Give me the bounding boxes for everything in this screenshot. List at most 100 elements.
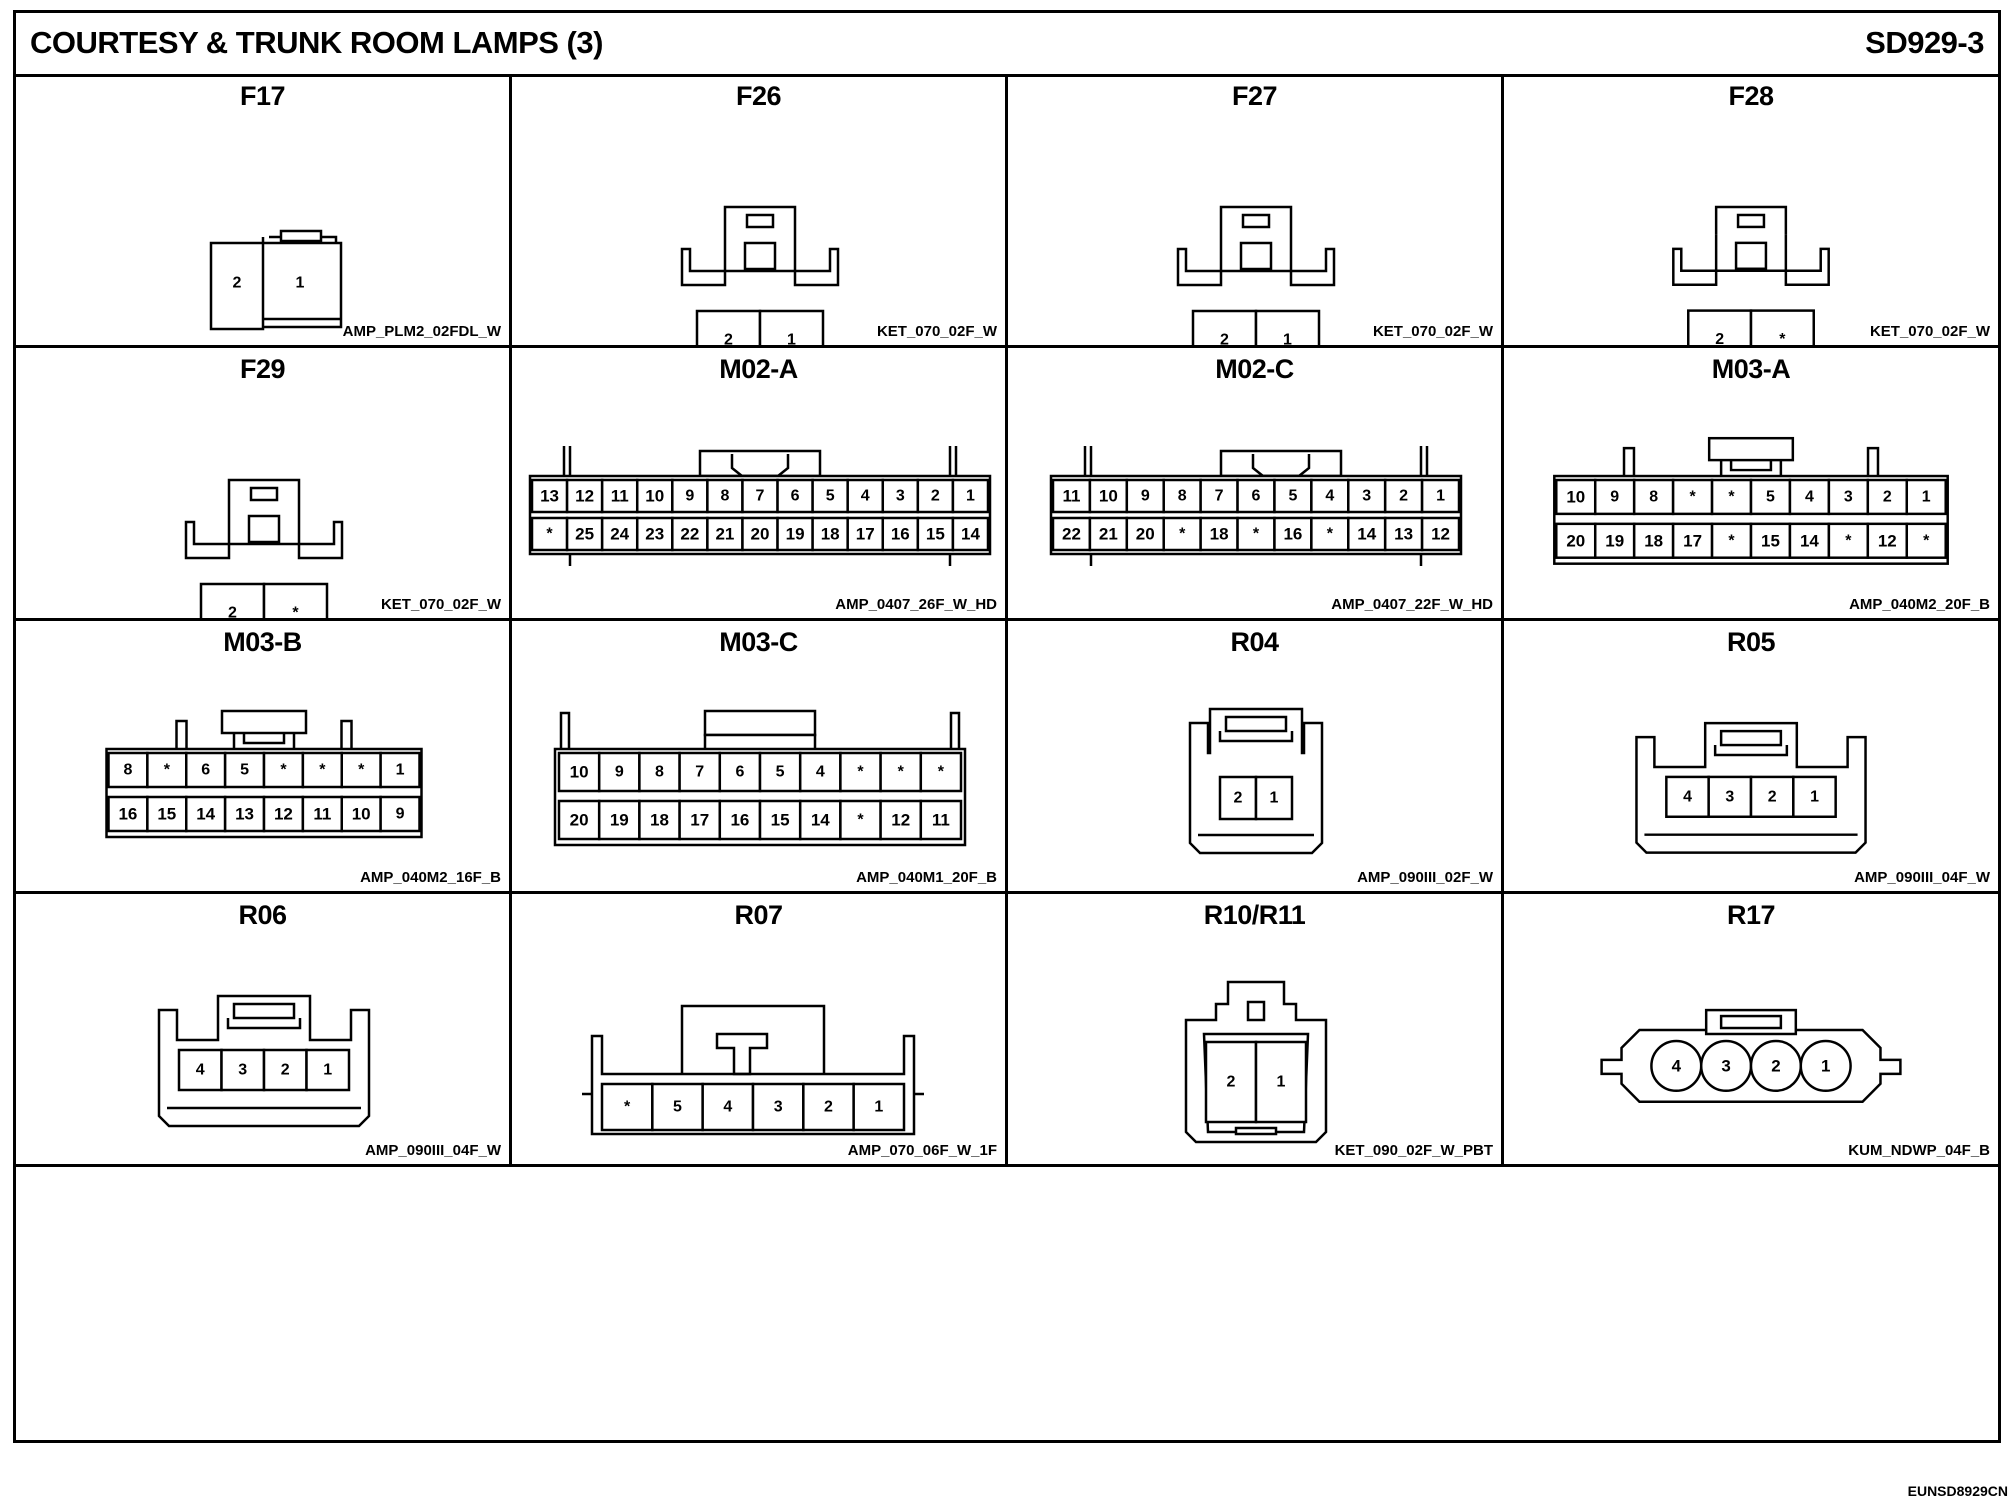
- pin-label: 7: [756, 488, 765, 505]
- footer-code: EUNSD8929CN: [1907, 1483, 2008, 1499]
- pin-label: 10: [1566, 487, 1585, 506]
- page-code: SD929-3: [1865, 25, 1984, 60]
- pin-label: *: [280, 762, 287, 779]
- pin-cavity: [1420, 516, 1461, 552]
- pin-label: *: [1728, 488, 1735, 505]
- pin-label: 2: [1220, 332, 1229, 349]
- pin-label: 5: [826, 488, 835, 505]
- housing-part: [698, 449, 822, 478]
- housing-outline: [590, 1034, 916, 1136]
- pin-label: 6: [1252, 488, 1261, 505]
- pin-label: *: [1923, 532, 1930, 549]
- pin-label: 5: [776, 764, 785, 781]
- connector-part-number: KET_090_02F_W_PBT: [1334, 1142, 1493, 1159]
- housing-outline: [1729, 460, 1773, 472]
- pin-label: 13: [540, 487, 559, 506]
- pin-label: *: [1728, 532, 1735, 549]
- pin-label: 15: [926, 525, 945, 544]
- pin-label: 20: [570, 811, 589, 830]
- connector-part-number: AMP_040M2_20F_B: [1849, 596, 1990, 613]
- pin-label: 23: [645, 525, 664, 544]
- pin-cavity: [1905, 522, 1947, 559]
- pin-cavity: [597, 799, 641, 841]
- pin-cavity: [879, 799, 923, 841]
- pin-label: 12: [274, 805, 293, 824]
- pin-label: 20: [1136, 525, 1155, 544]
- housing-outline: [184, 508, 344, 560]
- connector-id: M02-A: [719, 354, 798, 384]
- pin-cavity: [1254, 775, 1294, 821]
- pin-label: 1: [1283, 332, 1292, 349]
- pin-cavity: [1204, 1040, 1258, 1124]
- pin-cavity: [741, 478, 779, 514]
- pin-cavity: [1799, 1039, 1852, 1093]
- pin-cavity: [852, 1082, 906, 1132]
- pin-label: 2: [228, 605, 237, 622]
- pin-cavity: [1687, 309, 1753, 345]
- pin-cavity: [635, 478, 674, 514]
- pin-cavity: [1420, 478, 1461, 514]
- pin-label: 10: [570, 763, 589, 782]
- pin-label: 6: [735, 764, 744, 781]
- connector-part-number: KET_070_02F_W: [876, 323, 997, 340]
- pin-label: 4: [816, 764, 825, 781]
- pin-label: 10: [352, 805, 371, 824]
- housing-part: [1239, 241, 1273, 271]
- pin-label: 1: [1436, 488, 1445, 505]
- housing-part: [1707, 436, 1795, 462]
- pin-label: 1: [296, 275, 305, 292]
- housing-outline: [1713, 745, 1789, 757]
- pin-label: 1: [874, 1099, 883, 1116]
- pin-label: 2: [824, 1099, 833, 1116]
- pin-label: 3: [238, 1062, 247, 1079]
- pin-cavity: [146, 751, 188, 789]
- pin-label: 18: [1644, 531, 1663, 550]
- pin-cavity: [718, 799, 762, 841]
- pin-label: 1: [966, 488, 975, 505]
- pin-cavity: [1827, 522, 1870, 559]
- pin-label: *: [546, 526, 553, 543]
- housing-outline: [1622, 446, 1880, 477]
- pin-label: *: [1327, 526, 1334, 543]
- pin-label: 4: [1325, 488, 1334, 505]
- housing-part: [232, 1002, 296, 1020]
- housing-outline: [226, 1018, 302, 1030]
- pin-label: 12: [891, 811, 910, 830]
- pin-cavity: [879, 751, 923, 793]
- pin-label: 11: [1062, 487, 1080, 506]
- pin-label: 2: [931, 488, 940, 505]
- housing-part: [1734, 241, 1768, 271]
- pin-cavity: [1125, 516, 1165, 552]
- pin-label: 9: [1610, 488, 1619, 505]
- pin-cavity: [1792, 775, 1837, 819]
- pin-cavity: [758, 751, 802, 793]
- pin-cavity: [262, 582, 329, 618]
- pin-label: 12: [1878, 531, 1897, 550]
- pin-cavity: [635, 516, 674, 552]
- connector-id: F29: [239, 354, 286, 384]
- pin-label: 8: [1178, 488, 1187, 505]
- pin-label: 11: [313, 805, 331, 824]
- housing-outline: [157, 994, 371, 1128]
- housing-outline: [559, 711, 961, 749]
- pin-label: 3: [1362, 488, 1371, 505]
- pin-label: 3: [1721, 1056, 1730, 1075]
- connector-id: M03-B: [223, 627, 302, 657]
- pin-label: 11: [932, 811, 950, 830]
- pin-label: 11: [611, 487, 629, 506]
- pin-cavity: [1555, 478, 1597, 516]
- connector-part-number: AMP_090III_04F_W: [1854, 869, 1990, 886]
